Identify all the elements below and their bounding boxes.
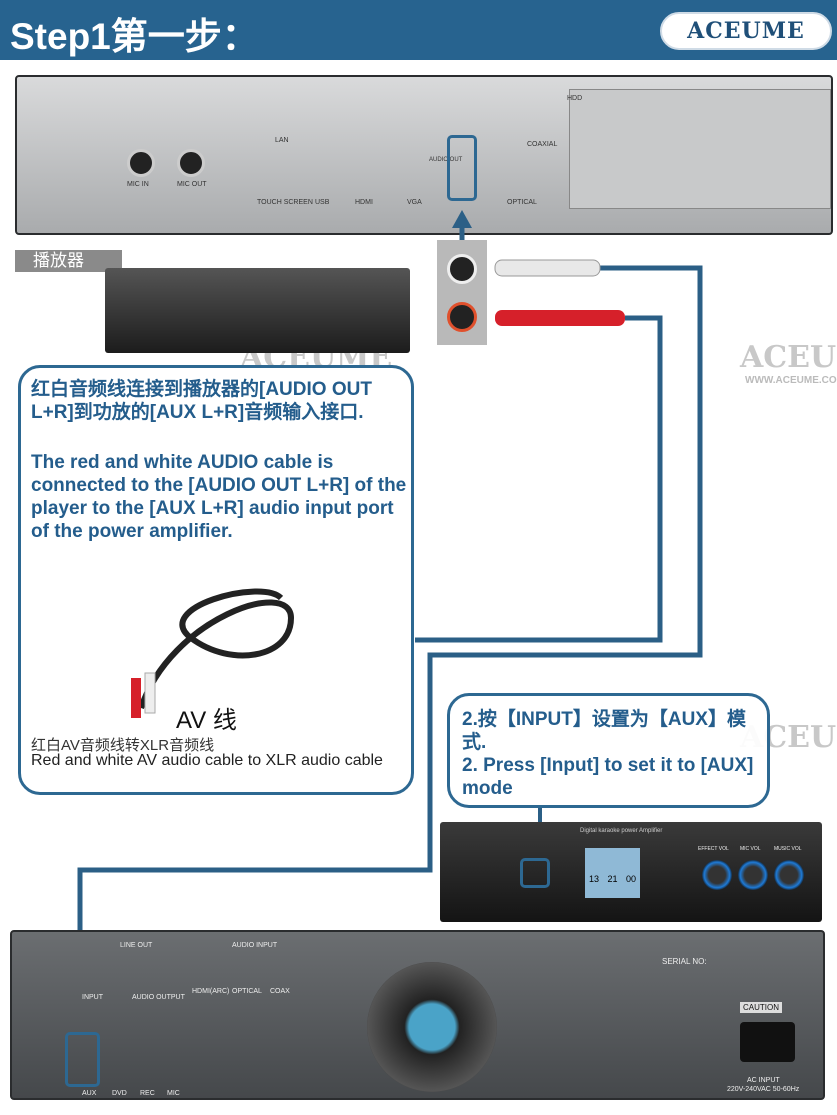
mic-in-jack bbox=[127, 149, 155, 177]
step2-box: 2.按【INPUT】设置为【AUX】模式. 2. Press [Input] t… bbox=[447, 693, 770, 808]
player-front-image bbox=[105, 268, 410, 353]
white-cable-line bbox=[77, 265, 703, 1080]
port-label: COAXIAL bbox=[527, 141, 558, 148]
white-rca-jack bbox=[447, 254, 477, 284]
knob-label: MIC VOL bbox=[740, 846, 761, 852]
white-rca-plug bbox=[494, 259, 601, 277]
port-label: MIC bbox=[167, 1090, 180, 1097]
step2-zh: 2.按【INPUT】设置为【AUX】模式. bbox=[462, 709, 746, 753]
port-label: AUDIO OUTPUT bbox=[132, 994, 185, 1001]
hdd-bay bbox=[569, 89, 831, 209]
instruction-box: 红白音频线连接到播放器的[AUDIO OUT L+R]到功放的[AUX L+R]… bbox=[18, 365, 414, 795]
instruction-zh: 红白音频线连接到播放器的[AUDIO OUT L+R]到功放的[AUX L+R]… bbox=[31, 379, 372, 423]
red-rca-plug bbox=[495, 310, 625, 326]
red-rca-jack bbox=[447, 302, 477, 332]
port-label: OPTICAL bbox=[507, 199, 537, 206]
port-label: HDMI(ARC) bbox=[192, 988, 230, 995]
input-button-highlight[interactable] bbox=[520, 858, 550, 888]
port-label: MIC IN bbox=[127, 181, 149, 188]
mic-out-jack bbox=[177, 149, 205, 177]
amp-model-label: Digital karaoke power Amplifier bbox=[580, 828, 663, 834]
watermark: ACEUME bbox=[740, 340, 837, 375]
watermark-url: WWW.ACEUME.COM bbox=[745, 375, 837, 386]
voltage-label: 220V-240VAC 50-60Hz bbox=[727, 1086, 800, 1093]
port-label: AUX bbox=[82, 1090, 97, 1097]
port-label: LAN bbox=[275, 137, 289, 144]
port-label: DVD bbox=[112, 1090, 127, 1097]
port-label: AUDIO OUT bbox=[429, 157, 463, 163]
cable-caption-zh: 红白AV音频线转XLR音频线 bbox=[31, 737, 215, 754]
audio-out-highlight bbox=[447, 135, 477, 201]
page-title: Step1第一步： bbox=[10, 16, 259, 57]
effect-vol-knob[interactable] bbox=[702, 860, 732, 890]
port-label: INPUT bbox=[82, 994, 103, 1001]
serial-label: SERIAL NO: bbox=[662, 957, 707, 966]
player-tag: 播放器 bbox=[15, 250, 122, 272]
rca-closeup bbox=[437, 240, 487, 345]
knob-label: MUSIC VOL bbox=[774, 846, 802, 852]
cooling-fan bbox=[367, 962, 497, 1092]
knob-label: EFFECT VOL bbox=[698, 846, 729, 852]
port-label: HDMI bbox=[355, 199, 373, 206]
caution-label: CAUTION bbox=[740, 1002, 782, 1013]
port-label: MIC OUT bbox=[177, 181, 207, 188]
cable-caption-en: Red and white AV audio cable to XLR audi… bbox=[31, 752, 383, 769]
player-back-panel: MIC IN MIC OUT LAN TOUCH SCREEN USB HDMI… bbox=[15, 75, 833, 235]
port-label: OPTICAL bbox=[232, 988, 262, 995]
port-label: LINE OUT bbox=[120, 942, 153, 949]
port-label: HDD bbox=[567, 95, 583, 102]
ac-input-label: AC INPUT bbox=[747, 1077, 780, 1084]
red-cable-line bbox=[415, 315, 663, 643]
port-label: TOUCH SCREEN bbox=[257, 199, 313, 206]
step2-en: 2. Press [Input] to set it to [AUX] mode bbox=[462, 755, 754, 799]
aux-input-highlight bbox=[65, 1032, 100, 1087]
port-label: REC bbox=[140, 1090, 155, 1097]
cable-title: AV 线 bbox=[176, 707, 237, 734]
mic-vol-knob[interactable] bbox=[738, 860, 768, 890]
port-label: VGA bbox=[407, 199, 422, 206]
port-label: COAX bbox=[270, 988, 290, 995]
port-label: USB bbox=[315, 199, 330, 206]
brand-logo: ACEUME bbox=[660, 12, 832, 50]
instruction-en: The red and white AUDIO cable is connect… bbox=[31, 452, 407, 542]
port-label: AUDIO INPUT bbox=[232, 942, 278, 949]
amplifier-back-panel: LINE OUT AUDIO INPUT INPUT AUDIO OUTPUT … bbox=[10, 930, 825, 1100]
av-cable-image bbox=[131, 588, 295, 718]
arrow-up-icon bbox=[452, 210, 472, 228]
music-vol-knob[interactable] bbox=[774, 860, 804, 890]
power-socket bbox=[740, 1022, 795, 1062]
